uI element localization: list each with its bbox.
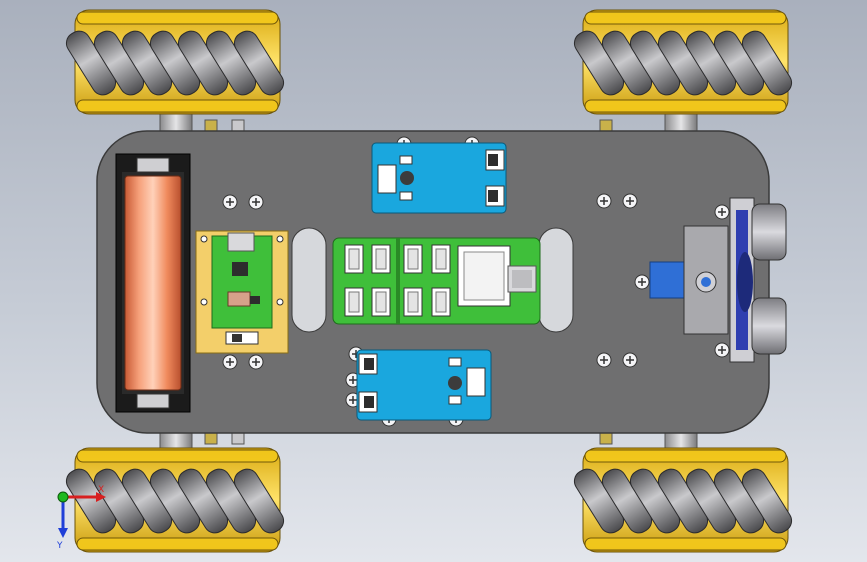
mecanum-wheel: [573, 9, 793, 115]
pin-connector: [431, 287, 451, 317]
power-board: [195, 230, 289, 354]
mecanum-wheel-icon: [65, 9, 793, 553]
screw: [596, 193, 612, 209]
screw: [222, 354, 238, 370]
screw: [634, 274, 650, 290]
screw: [622, 352, 638, 368]
coordinate-triad-icon: X Y: [56, 485, 106, 551]
screw: [222, 194, 238, 210]
chassis-slots: [291, 227, 574, 333]
screw: [248, 354, 264, 370]
y-axis-label: Y: [56, 541, 63, 551]
pin-connector: [344, 244, 364, 274]
pin-connector: [371, 287, 391, 317]
battery-18650-icon: [124, 175, 182, 391]
ultrasonic-sensor-icon: [649, 197, 787, 363]
x-axis-label: X: [98, 485, 104, 495]
battery-holder: [115, 153, 191, 413]
screw: [714, 342, 730, 358]
blue-module-bottom: [356, 349, 492, 421]
screw: [596, 352, 612, 368]
pin-connector: [371, 244, 391, 274]
connector-group: [344, 244, 451, 317]
screw: [714, 204, 730, 220]
blue-module-top: [371, 142, 507, 214]
mecanum-wheel: [65, 9, 285, 115]
pin-connector: [431, 244, 451, 274]
mecanum-wheel: [65, 447, 285, 553]
pin-connector: [403, 244, 423, 274]
screw: [248, 194, 264, 210]
controller-board: [332, 237, 541, 325]
screw: [622, 193, 638, 209]
mecanum-wheel: [573, 447, 793, 553]
pin-connector: [403, 287, 423, 317]
pin-connector: [344, 287, 364, 317]
